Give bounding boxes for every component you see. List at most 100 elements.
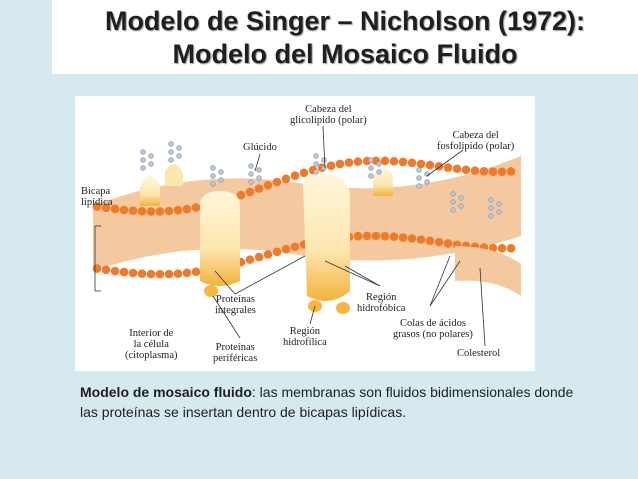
sugar-unit: [148, 161, 154, 167]
caption: Modelo de mosaico fluido: las membranas …: [80, 382, 580, 422]
lipid-head: [254, 252, 264, 262]
caption-text: : las membranas son fluidos bidimensiona…: [80, 384, 574, 420]
lipid-head: [146, 269, 156, 279]
label-cholesterol: Colesterol: [457, 348, 501, 359]
lipid-head: [299, 168, 309, 178]
surface-protein-1: [140, 176, 160, 206]
label-hydrophilic: Región hidrofílica: [283, 326, 327, 348]
label-fatty-tails: Colas de ácidos grasos (no polares): [393, 318, 473, 340]
lipid-head: [272, 177, 282, 187]
lipid-head: [101, 265, 111, 275]
lipid-head: [173, 269, 183, 278]
sugar-unit: [248, 179, 254, 185]
lipid-head: [497, 167, 507, 177]
lipid-head: [263, 181, 273, 190]
lipid-head: [389, 156, 399, 166]
sugar-unit: [148, 153, 154, 159]
lipid-head: [470, 166, 480, 175]
lipid-head: [416, 235, 426, 244]
lipid-head: [155, 269, 165, 279]
lipid-head: [281, 244, 291, 254]
sugar-unit: [176, 145, 182, 151]
lipid-head: [506, 243, 516, 253]
lipid-head: [425, 236, 435, 246]
lipid-head: [362, 231, 372, 241]
lipid-head: [245, 255, 255, 264]
lipid-head: [389, 232, 399, 242]
glycans: [140, 141, 502, 219]
lipid-head: [326, 161, 336, 170]
caption-bold: Modelo de mosaico fluido: [80, 384, 252, 400]
integral-protein-1: [200, 191, 240, 286]
sugar-unit: [313, 153, 319, 159]
label-glycolipid-head: Cabeza del glicolípido (polar): [290, 104, 367, 126]
slide-title-line-1: Modelo de Singer – Nicholson (1972):: [104, 6, 586, 36]
lipid-head: [488, 167, 498, 177]
sugar-unit: [218, 169, 224, 175]
sugar-unit: [450, 199, 456, 205]
sugar-unit: [313, 169, 319, 175]
sugar-unit: [218, 177, 224, 183]
sugar-unit: [450, 191, 456, 197]
lipid-head: [506, 167, 516, 176]
lipid-head: [164, 269, 174, 279]
sugar-unit: [368, 173, 374, 179]
lipid-head: [290, 171, 300, 180]
lipid-head: [497, 243, 507, 253]
lipid-head: [128, 268, 138, 278]
label-glucido: Glúcido: [243, 142, 277, 153]
leader-lines: [94, 125, 486, 347]
peripheral-protein-1: [204, 285, 218, 297]
sugar-unit: [248, 163, 254, 169]
peripheral-protein-3: [336, 302, 350, 314]
lipid-head: [245, 187, 255, 197]
sugar-unit: [496, 201, 502, 207]
lipid-head: [137, 206, 147, 216]
lipid-head: [434, 237, 444, 247]
sugar-unit: [376, 169, 382, 175]
lipid-head: [110, 204, 120, 214]
sugar-unit: [210, 173, 216, 179]
sugar-unit: [424, 179, 430, 185]
sugar-unit: [416, 183, 422, 189]
lipid-head: [281, 174, 291, 184]
lipid-head: [353, 157, 363, 166]
sugar-unit: [176, 153, 182, 159]
membrane-illustration: [92, 125, 521, 347]
sugar-unit: [450, 207, 456, 213]
sugar-unit: [368, 165, 374, 171]
lipid-head: [182, 204, 192, 214]
label-hydrophobic: Región hidrofóbica: [357, 292, 406, 314]
surface-protein-2: [373, 168, 393, 196]
label-phospholipid-head: Cabeza del fosfolípido (polar): [437, 130, 515, 152]
lipid-head: [488, 243, 498, 253]
lipid-head: [119, 267, 129, 277]
sugar-unit: [458, 195, 464, 201]
lipid-head: [254, 184, 264, 193]
slide-title-line-2: Modelo del Mosaico Fluido: [172, 39, 518, 69]
lipid-head: [398, 157, 408, 167]
lipid-head: [155, 207, 165, 216]
lipid-head: [407, 158, 417, 168]
label-integral-proteins: Proteínas integrales: [215, 294, 256, 316]
lipid-head: [101, 203, 111, 213]
sugar-unit: [210, 181, 216, 187]
membrane-diagram: Cabeza del glicolípido (polar) Glúcido C…: [75, 96, 535, 371]
lipid-head: [335, 159, 345, 169]
sugar-unit: [488, 205, 494, 211]
lipid-head: [416, 159, 426, 169]
lipid-head: [272, 247, 282, 257]
sugar-unit: [140, 157, 146, 163]
title-box: Modelo de Singer – Nicholson (1972): Mod…: [52, 0, 638, 74]
lipid-head: [110, 266, 120, 276]
surface-protein-3: [165, 164, 183, 186]
lower-flap: [455, 246, 521, 296]
lipid-head: [290, 242, 300, 252]
lipid-head: [452, 164, 462, 174]
lipid-head: [353, 231, 363, 241]
lipid-head: [119, 205, 129, 215]
sugar-unit: [376, 161, 382, 167]
sugar-unit: [210, 165, 216, 171]
lipid-head: [164, 206, 174, 216]
lipid-head: [380, 156, 390, 166]
